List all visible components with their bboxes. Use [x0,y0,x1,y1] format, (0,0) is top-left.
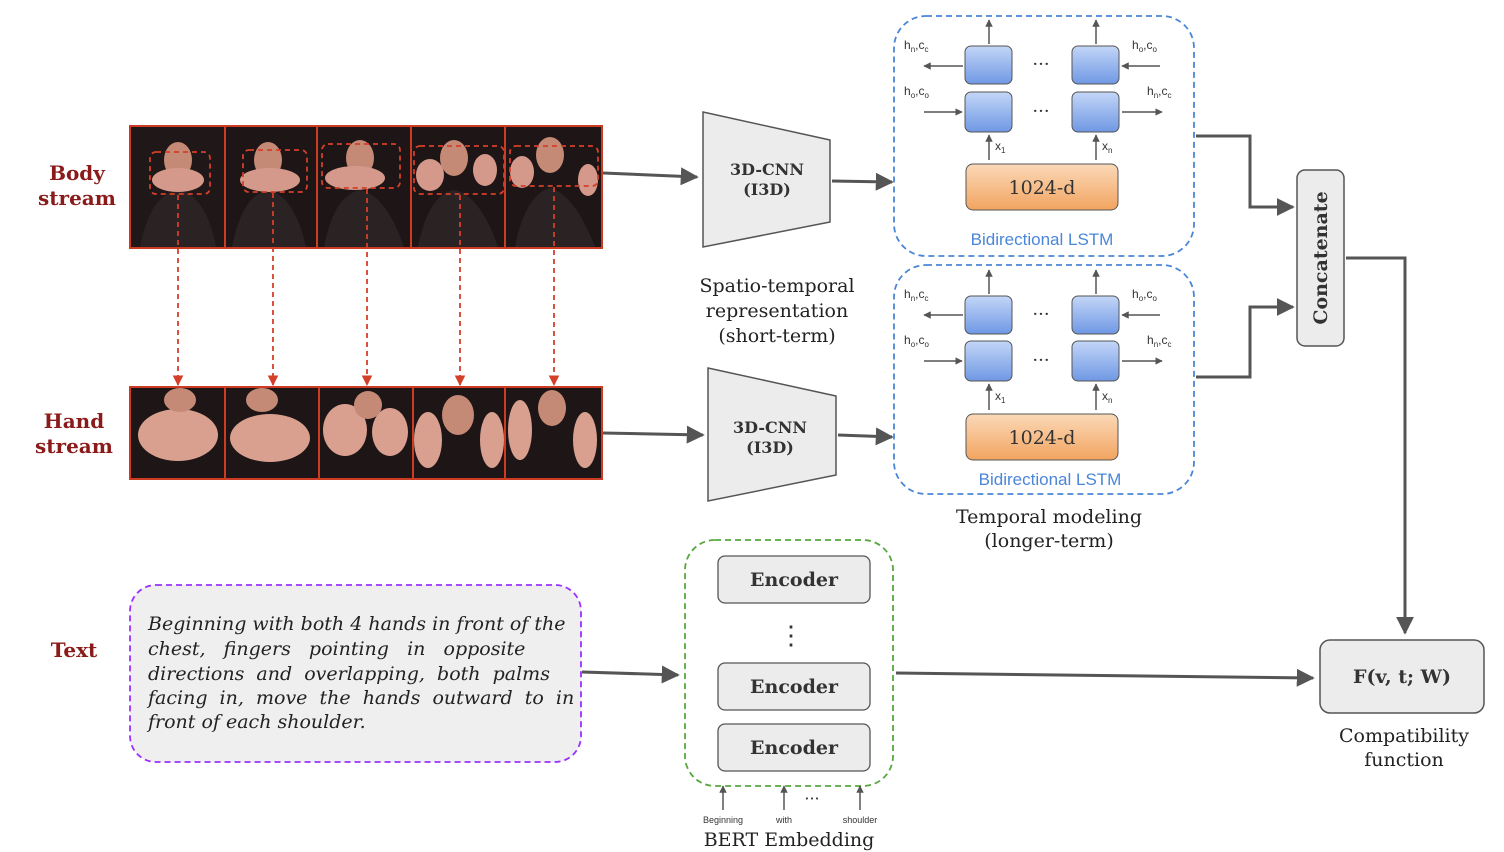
bert-token: with [775,815,792,825]
flow-arrows [602,167,894,446]
crop-arrows [172,187,560,387]
body-frame-2 [232,142,306,247]
lstm-state-label: hn,cc [1147,84,1171,100]
hand-stream-label-1: Hand [44,409,104,433]
text-flow-arrows [581,665,1315,687]
cnn-body-label-1: 3D-CNN [730,160,804,179]
lstm-state-label: ho,co [904,333,929,349]
hand-frames [129,386,603,480]
body-stream-label-1: Body [49,161,106,185]
lstm-state-label: hn,cc [904,287,928,303]
bert-token: Beginning [703,815,743,825]
concatenate-box: Concatenate [1296,169,1345,347]
lstm-caption-2: (longer-term) [984,530,1113,552]
lstm-cell [964,295,1013,335]
encoder-box [717,555,871,604]
bert-block: Encoder ⋮ Encoder Encoder Beginning with… [684,539,894,825]
body-frames [129,125,603,249]
lstm-ellipsis: ··· [1032,101,1049,122]
hand-frame-4 [414,395,504,468]
lstm-input-label: xn [1102,389,1112,405]
lstm-cell [964,45,1013,85]
lstm-cell [1071,45,1120,85]
compatibility-label: F(v, t; W) [1353,666,1451,688]
text-label: Text [51,638,98,662]
lstm-caption-1: Temporal modeling [956,506,1142,528]
feature-label: 1024-d [1009,177,1076,199]
encoder-box [717,662,871,711]
encoder-label: Encoder [750,737,839,759]
lstm-ellipsis: ··· [1032,350,1049,371]
encoder-vdots: ⋮ [778,621,804,651]
hand-frame-2 [230,388,310,462]
bert-caption: BERT Embedding [704,829,875,851]
lstm-input-label: xn [1102,139,1112,155]
feature-box [965,163,1119,211]
compatibility-caption-2: function [1364,749,1444,771]
lstm-cell [1071,340,1120,382]
body-frame-4 [416,140,498,247]
lstm-state-label: ho,co [1132,287,1157,303]
lstm-state-label: ho,co [904,84,929,100]
lstm-cell [964,340,1013,382]
hand-frame-1 [138,388,218,461]
lstm-title: Bidirectional LSTM [971,230,1114,249]
lstm-state-label: hn,cc [1147,333,1171,349]
text-line-2: chest, fingers pointing in opposite [148,638,525,660]
cnn-caption-3: (short-term) [718,325,835,347]
hand-frame-5 [508,390,597,468]
lstm-state-label: ho,co [1132,38,1157,54]
bert-token: shoulder [843,815,878,825]
text-line-4: facing in, move the hands outward to in [146,687,574,709]
lstm-cell [1071,91,1120,133]
lstm-input-label: x1 [995,139,1006,155]
compatibility-box: F(v, t; W) [1319,639,1485,714]
encoder-label: Encoder [750,569,839,591]
feature-box [965,413,1119,461]
concatenate-label: Concatenate [1310,191,1332,324]
concat-arrows [1196,134,1414,635]
body-stream-label-2: stream [38,186,116,210]
cnn-hand: 3D-CNN (I3D) [707,367,837,502]
cnn-caption-1: Spatio-temporal [699,275,854,297]
feature-label: 1024-d [1009,427,1076,449]
lstm-ellipsis: ··· [1032,54,1049,75]
lstm-input-label: x1 [995,389,1006,405]
cnn-hand-label-1: 3D-CNN [733,418,807,437]
lstm-cell [1071,295,1120,335]
cnn-caption-2: representation [706,300,848,322]
body-frame-1 [131,127,225,247]
text-line-1: Beginning with both 4 hands in front of … [147,613,566,635]
lstm-block-body: ··· ··· hn,cc ho,co ho,co hn,cc x1 xn 10… [893,15,1195,257]
hand-frame-3 [323,391,408,456]
text-line-5: front of each shoulder. [146,711,366,733]
compatibility-caption-1: Compatibility [1339,725,1469,747]
cnn-body: 3D-CNN (I3D) [702,111,831,248]
lstm-block-hand: ··· ··· hn,cc ho,co ho,co hn,cc x1 xn 10… [893,264,1195,495]
hand-stream-label-2: stream [35,434,113,458]
encoder-label: Encoder [750,676,839,698]
bert-token-ellipsis: ··· [804,789,819,808]
lstm-title: Bidirectional LSTM [979,470,1122,489]
body-frame-3 [324,140,404,247]
lstm-ellipsis: ··· [1032,304,1049,325]
cnn-hand-label-2: (I3D) [746,438,794,457]
text-description-box: Beginning with both 4 hands in front of … [129,584,582,763]
lstm-cell [964,91,1013,133]
cnn-body-label-2: (I3D) [743,180,791,199]
lstm-state-label: hn,cc [904,38,928,54]
text-line-3: directions and overlapping, both palms [148,663,550,685]
encoder-box [717,723,871,772]
